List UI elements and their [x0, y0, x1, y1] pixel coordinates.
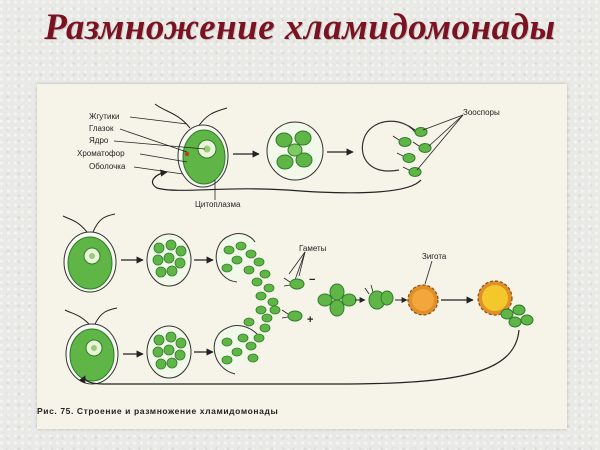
label-membrane: Оболочка	[89, 162, 126, 171]
zygote-germination	[477, 280, 534, 328]
slide-title: Размножение хламидомонады	[44, 7, 556, 48]
label-cytoplasm: Цитоплазма	[195, 200, 241, 209]
label-nucleus: Ядро	[89, 136, 109, 145]
gametes-release-lower	[213, 305, 281, 375]
label-flagella: Жгутики	[89, 112, 120, 121]
label-gametes: Гаметы	[299, 244, 327, 253]
gamete-plus	[281, 309, 303, 322]
gametes-leaders	[288, 251, 306, 281]
label-zygote: Зигота	[422, 252, 447, 261]
chlamydomonas-cell-lower	[64, 307, 119, 385]
asexual-cycle-arrow	[152, 169, 422, 194]
chlamydomonas-cell-upper	[62, 213, 117, 293]
gamete-minus	[283, 277, 305, 290]
sexual-cycle-arrow	[78, 329, 520, 385]
gametangium-upper	[146, 233, 192, 287]
zygote-forming	[364, 284, 394, 310]
sporangium-cell	[266, 121, 324, 181]
label-chromatophore: Хроматофор	[77, 149, 125, 158]
diagram-figure: Жгутики Глазок Ядро Хроматофор Оболочка …	[37, 84, 567, 429]
zoospores-release	[361, 114, 464, 177]
zygote	[407, 260, 439, 316]
gametes-release-upper	[215, 233, 279, 307]
label-zoospores: Зооспоры	[463, 108, 500, 117]
label-plus: +	[307, 314, 314, 326]
label-eyespot: Глазок	[89, 124, 114, 133]
gametangium-lower	[146, 325, 192, 379]
figure-caption: Рис. 75. Строение и размножение хламидом…	[37, 406, 279, 416]
label-minus: −	[309, 274, 316, 286]
fusing-gametes	[317, 283, 357, 317]
life-cycle-diagram	[62, 103, 534, 385]
chlamydomonas-cell-top	[154, 103, 229, 188]
label-leaders-top	[113, 116, 216, 200]
